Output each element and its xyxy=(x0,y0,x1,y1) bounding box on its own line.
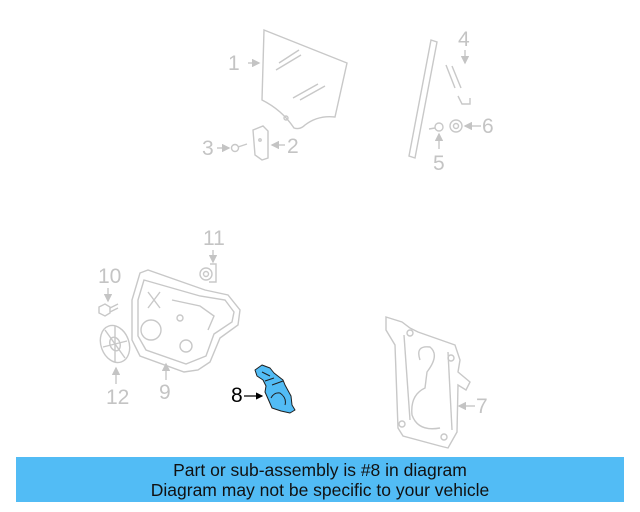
callout-8: 8 xyxy=(231,384,243,407)
window-regulator-icon[interactable] xyxy=(385,316,475,449)
callout-12: 12 xyxy=(106,386,130,409)
callout-7: 7 xyxy=(476,395,488,418)
door-glass-icon[interactable] xyxy=(248,28,348,130)
callout-1: 1 xyxy=(228,52,240,75)
callout-11: 11 xyxy=(203,227,225,250)
callout-4: 4 xyxy=(458,28,470,51)
quarter-glass-icon[interactable] xyxy=(409,40,471,159)
grommet-icon[interactable] xyxy=(449,119,481,133)
banner-line-2: Diagram may not be specific to your vehi… xyxy=(150,480,490,500)
glass-bracket-icon[interactable] xyxy=(252,125,285,161)
speaker-cover-icon[interactable] xyxy=(95,321,134,384)
window-motor-icon[interactable] xyxy=(254,364,296,414)
info-banner: Part or sub-assembly is #8 in diagram Di… xyxy=(16,457,624,502)
callout-9: 9 xyxy=(159,381,171,404)
clip-nut-icon[interactable] xyxy=(199,250,218,283)
callout-6: 6 xyxy=(482,115,494,138)
callout-5: 5 xyxy=(433,152,445,175)
callout-2: 2 xyxy=(287,135,299,158)
callout-3: 3 xyxy=(202,137,214,160)
callout-10: 10 xyxy=(98,265,122,288)
door-module-panel-icon[interactable] xyxy=(131,269,241,380)
banner-line-1: Part or sub-assembly is #8 in diagram xyxy=(173,460,467,480)
bracket-bolt-icon[interactable] xyxy=(217,143,248,153)
quarter-glass-bolt-icon[interactable] xyxy=(428,122,444,149)
panel-bolt-icon[interactable] xyxy=(98,288,119,317)
